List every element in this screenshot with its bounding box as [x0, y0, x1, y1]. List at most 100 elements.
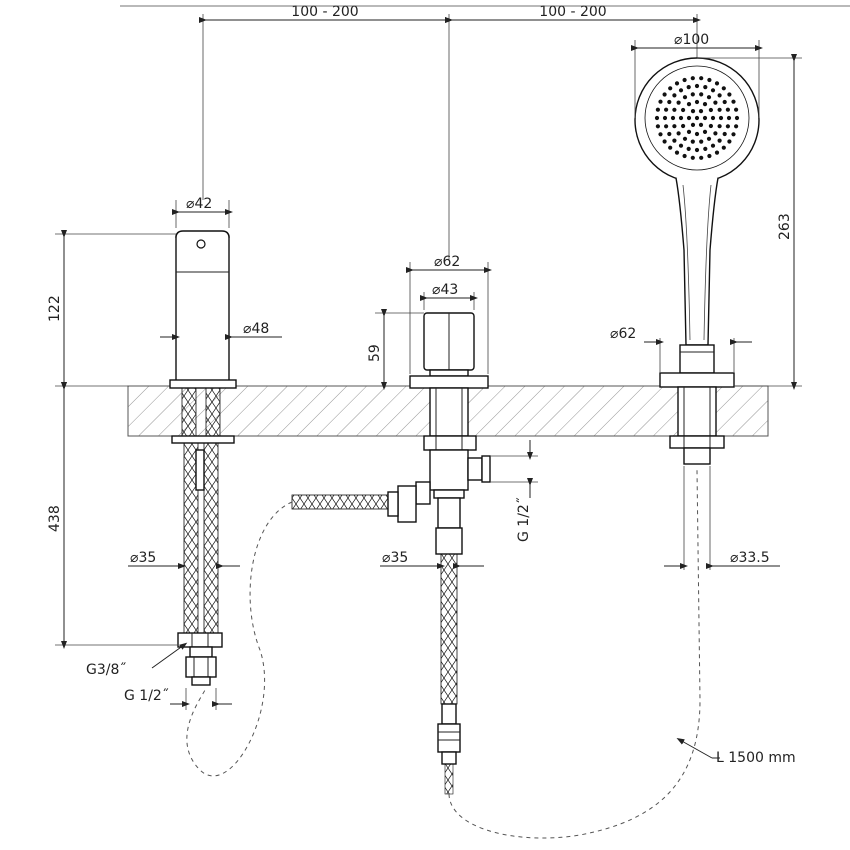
nozzle-dot	[672, 138, 677, 143]
nozzle-dot	[694, 115, 700, 121]
nozzle-dot	[670, 115, 676, 121]
nozzle-dot	[698, 109, 704, 114]
nozzle-dot	[690, 76, 695, 81]
nozzle-dot	[710, 143, 716, 148]
nozzle-dot	[694, 147, 700, 153]
nozzle-dot	[699, 155, 704, 160]
nozzle-dot	[686, 102, 692, 107]
nozzle-dot	[690, 122, 696, 127]
nozzle-dot	[699, 139, 704, 144]
spout-height-label: 122	[47, 295, 63, 322]
nozzle-dot	[667, 99, 672, 105]
nozzle-dot	[694, 131, 700, 137]
spacing-dimensions: 100 - 200 100 - 200	[120, 4, 850, 260]
nozzle-dot	[699, 76, 704, 81]
nozzle-dot	[655, 107, 661, 112]
diverter-height-label: 59	[367, 344, 383, 362]
nozzle-dot	[699, 92, 704, 97]
nozzle-dot	[668, 145, 673, 150]
spout-length-label: 438	[47, 505, 63, 532]
nozzle-dot	[706, 95, 712, 100]
nozzle-dot	[721, 86, 726, 91]
handshower-dia-base-label: ⌀62	[610, 326, 636, 342]
spout-assembly: ⌀42 ⌀48 122 438 ⌀35 G3/8˝ G 1/2˝	[47, 196, 282, 710]
nozzle-dot	[714, 81, 720, 86]
hose-paths	[186, 469, 701, 839]
nozzle-dot	[682, 95, 688, 100]
nozzle-dot	[726, 115, 732, 121]
nozzle-dot	[662, 92, 667, 97]
nozzle-dot	[682, 136, 688, 141]
nozzle-dot	[672, 107, 677, 112]
nozzle-dot	[655, 124, 661, 129]
nozzle-dot	[718, 115, 724, 121]
nozzle-dot	[682, 77, 687, 83]
nozzle-dot	[658, 132, 663, 137]
diverter-dia-knob-label: ⌀43	[432, 282, 458, 298]
nozzle-dot	[678, 88, 684, 93]
diverter-assembly: ⌀62 ⌀43 59 G 1/2˝ ⌀35	[291, 254, 538, 795]
nozzle-dot	[658, 99, 663, 104]
nozzle-dot	[686, 146, 691, 151]
nozzle-dot	[703, 85, 708, 90]
nozzle-dot	[672, 124, 677, 129]
nozzle-dot	[717, 138, 722, 143]
nozzle-dot	[708, 107, 714, 113]
nozzle-dot	[722, 131, 727, 137]
nozzle-dot	[664, 107, 669, 112]
nozzle-dot	[703, 146, 708, 151]
nozzle-dot	[681, 107, 686, 113]
nozzle-dot	[662, 139, 667, 144]
nozzle-dot	[686, 115, 692, 121]
nozzle-dot	[694, 83, 700, 89]
nozzle-dot	[694, 99, 700, 105]
nozzle-dot	[690, 139, 695, 144]
nozzle-dot	[690, 155, 695, 160]
diverter-dia-shank-label: ⌀35	[382, 550, 408, 566]
nozzle-dot	[706, 136, 712, 141]
nozzle-dot	[676, 131, 681, 136]
spacing-left-label: 100 - 200	[291, 4, 358, 20]
nozzle-dot	[713, 100, 718, 105]
handshower-dia-shank-label: ⌀33.5	[730, 550, 770, 566]
nozzle-dot	[725, 124, 731, 129]
spout-dia-top-label: ⌀42	[186, 196, 212, 212]
nozzle-dot	[654, 115, 660, 121]
nozzle-dot	[682, 153, 687, 159]
nozzle-dot	[727, 139, 732, 144]
spout-thread-2-label: G 1/2˝	[124, 688, 169, 704]
nozzle-dot	[717, 93, 722, 98]
nozzle-dot	[678, 143, 684, 148]
nozzle-dot	[707, 77, 712, 83]
nozzle-dot	[710, 115, 716, 121]
handshower-dia-head-label: ⌀100	[674, 32, 709, 48]
nozzle-dot	[713, 131, 718, 136]
nozzle-dot	[707, 153, 712, 159]
nozzle-dot	[686, 129, 692, 134]
nozzle-dot	[734, 107, 739, 112]
nozzle-dot	[664, 124, 669, 129]
nozzle-dot	[734, 115, 740, 121]
nozzle-dot	[686, 85, 691, 90]
nozzle-dot	[674, 81, 680, 86]
nozzle-dot	[690, 109, 696, 114]
nozzle-pattern	[654, 76, 740, 160]
nozzle-dot	[717, 107, 722, 112]
nozzle-dot	[731, 132, 736, 137]
nozzle-dot	[717, 124, 722, 129]
nozzle-dot	[708, 123, 714, 129]
nozzle-dot	[722, 99, 727, 105]
nozzle-dot	[674, 150, 680, 155]
spacing-right-label: 100 - 200	[539, 4, 606, 20]
nozzle-dot	[667, 131, 672, 137]
handshower-height-label: 263	[777, 213, 793, 240]
nozzle-dot	[714, 150, 720, 155]
nozzle-dot	[721, 145, 726, 150]
spout-dia-body-label: ⌀48	[243, 321, 269, 337]
nozzle-dot	[698, 122, 704, 127]
nozzle-dot	[678, 115, 684, 121]
nozzle-dot	[681, 123, 686, 129]
nozzle-dot	[734, 124, 739, 129]
nozzle-dot	[690, 92, 695, 97]
